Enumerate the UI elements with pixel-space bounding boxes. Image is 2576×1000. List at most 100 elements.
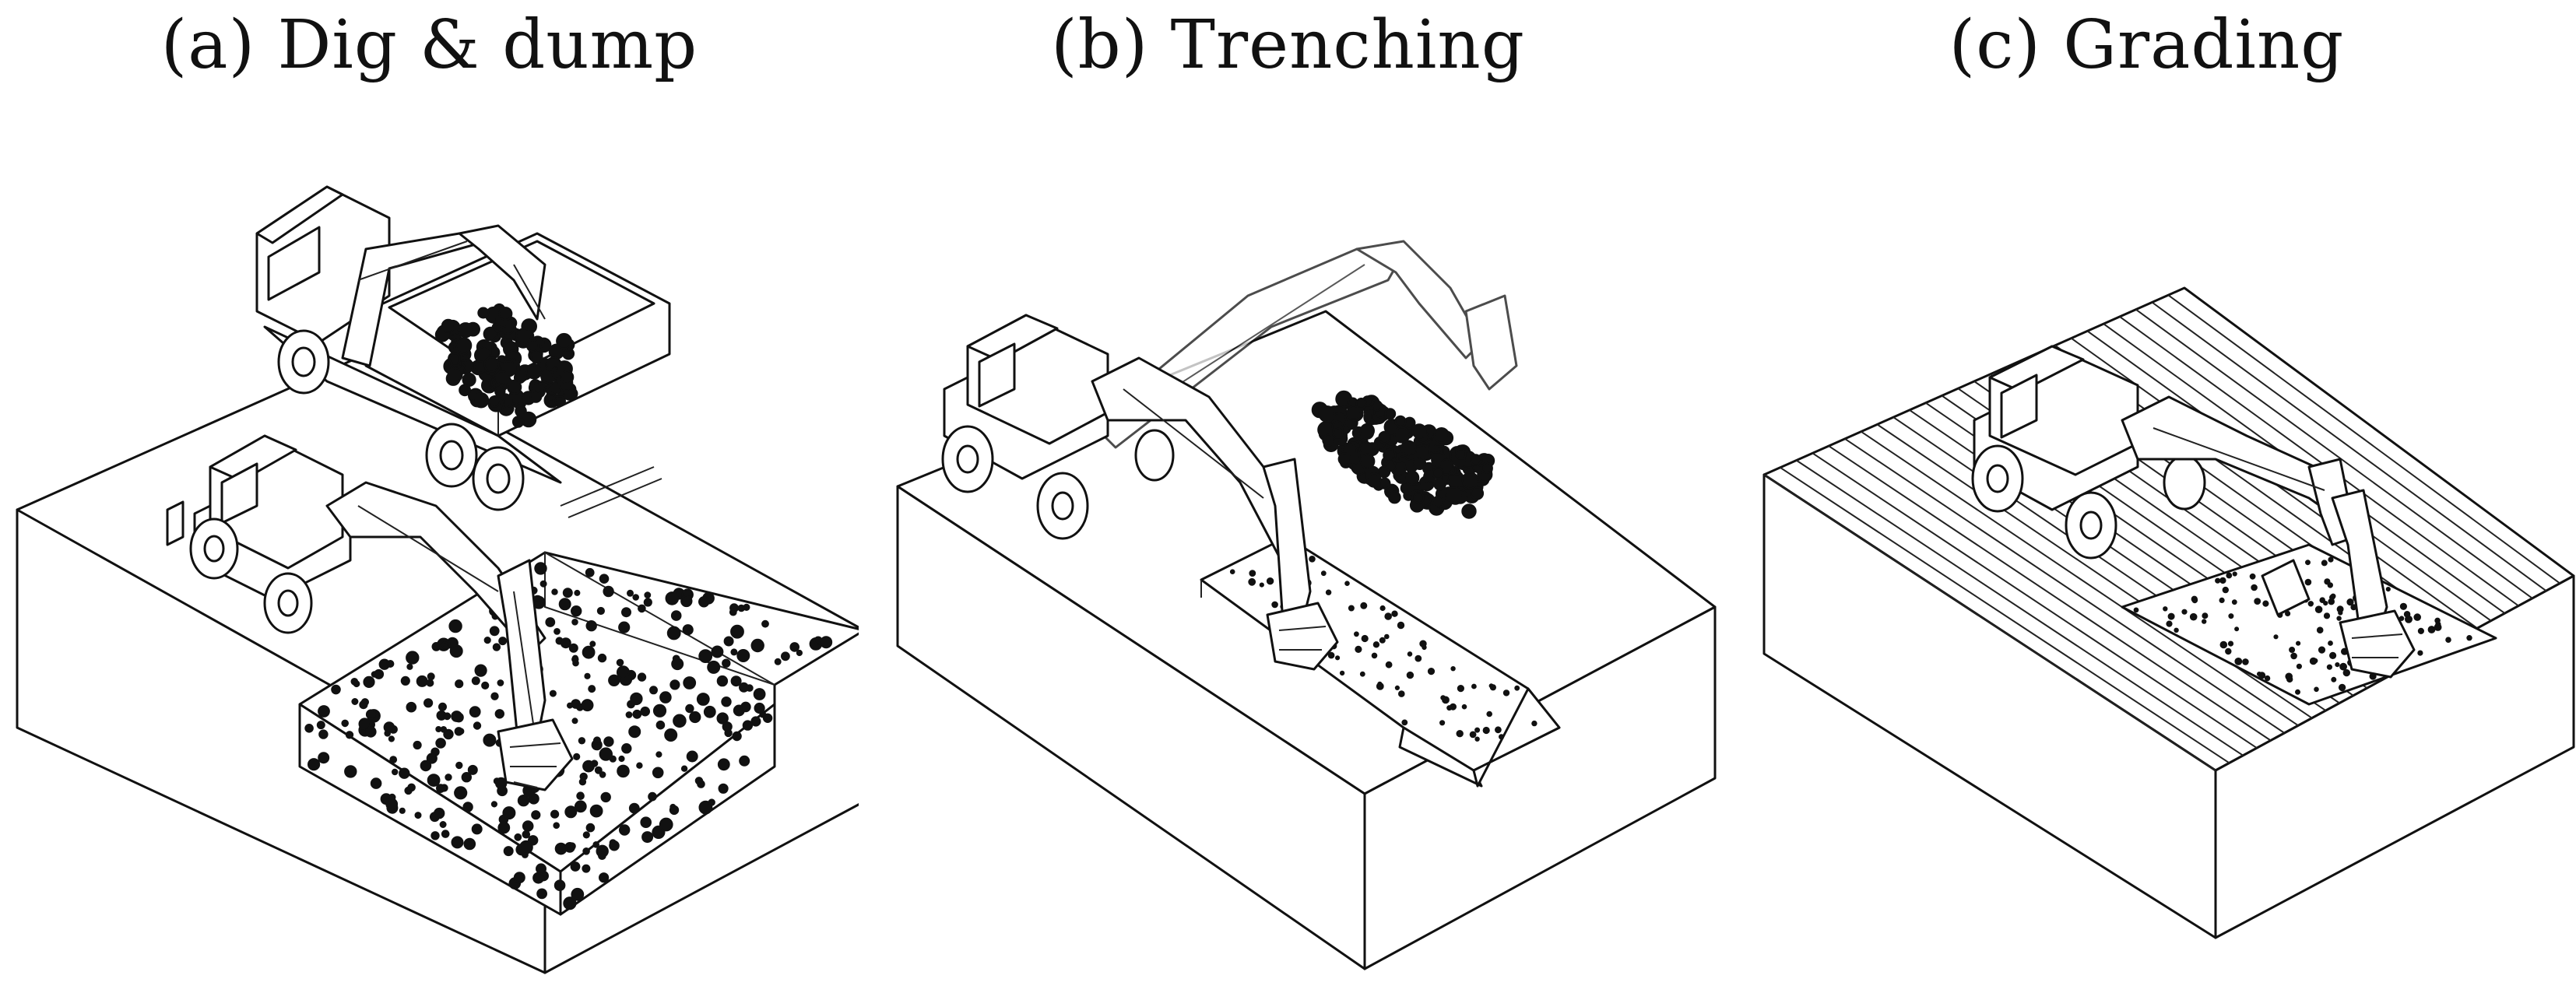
soil-dot	[1407, 651, 1413, 657]
soil-dot	[2234, 658, 2243, 665]
soil-dot	[2181, 609, 2188, 615]
soil-dot	[451, 836, 464, 849]
soil-dot	[648, 791, 657, 802]
soil-dot	[621, 607, 631, 618]
soil-dot	[455, 679, 464, 689]
soil-dot	[474, 664, 487, 677]
rock	[515, 328, 532, 345]
rock	[560, 370, 575, 384]
soil-dot	[1379, 637, 1386, 644]
soil-dot	[730, 624, 744, 639]
soil-dot	[2290, 647, 2295, 653]
soil-dot	[682, 624, 694, 636]
soil-dot	[1384, 612, 1393, 620]
soil-dot	[420, 760, 432, 772]
soil-dot	[789, 642, 800, 652]
soil-dot	[2323, 612, 2331, 619]
soil-dot	[513, 872, 525, 884]
soil-dot	[582, 645, 596, 659]
soil-dot	[2262, 600, 2269, 607]
soil-dot	[2219, 577, 2226, 584]
soil-dot	[435, 738, 446, 749]
rock	[495, 370, 510, 385]
soil-dot	[414, 812, 422, 819]
soil-dot	[399, 807, 406, 814]
soil-dot	[534, 562, 547, 575]
soil-dot	[594, 766, 603, 774]
soil-dot	[717, 758, 730, 771]
rock	[554, 395, 566, 407]
soil-dot	[2466, 635, 2472, 641]
soil-dot	[2249, 573, 2256, 580]
rock	[1447, 473, 1464, 489]
soil-dot	[696, 693, 710, 706]
soil-dot	[1502, 689, 1510, 696]
rock	[483, 356, 500, 373]
soil-dot	[599, 771, 606, 778]
soil-dot	[1469, 731, 1477, 739]
grade-line	[1844, 437, 2286, 734]
soil-dot	[571, 619, 578, 626]
rock	[448, 353, 462, 365]
soil-dot	[1427, 668, 1436, 675]
soil-dot	[1376, 682, 1384, 690]
soil-dot	[1419, 640, 1427, 647]
soil-dot	[431, 642, 441, 651]
soil-dot	[2251, 584, 2258, 591]
soil-dot	[351, 698, 359, 705]
soil-dot	[436, 784, 445, 793]
grade-line	[1795, 459, 2244, 756]
soil-dot	[440, 726, 448, 733]
soil-dot	[2417, 627, 2425, 635]
soil-dot	[1385, 661, 1393, 668]
soil-dot	[750, 638, 764, 653]
soil-dot	[1355, 645, 1362, 654]
soil-dot	[2215, 577, 2221, 584]
soil-dot	[1372, 641, 1380, 648]
soil-dot	[2338, 610, 2343, 616]
soil-dot	[671, 658, 684, 671]
soil-dot	[1248, 577, 1256, 586]
soil-dot	[1446, 705, 1453, 711]
soil-dot	[2226, 572, 2233, 579]
rock	[1470, 486, 1485, 500]
soil-dot	[2189, 612, 2198, 621]
soil-dot	[603, 585, 614, 598]
soil-dot	[441, 830, 450, 838]
soil-dot	[2336, 616, 2342, 621]
soil-dot	[641, 831, 654, 844]
soil-dot	[562, 588, 573, 598]
soil-dot	[570, 861, 581, 872]
soil-dot	[2163, 606, 2168, 612]
soil-dot	[489, 626, 500, 637]
soil-dot	[406, 651, 420, 665]
soil-dot	[1266, 577, 1274, 585]
grade-line	[1828, 445, 2272, 742]
soil-dot	[1499, 734, 1505, 740]
soil-dot	[652, 767, 664, 779]
soil-dot	[640, 706, 651, 717]
soil-dot	[571, 699, 581, 709]
soil-dot	[1456, 730, 1464, 738]
dig-and-dump-illustration	[16, 185, 859, 974]
soil-dot	[1325, 589, 1332, 595]
soil-dot	[494, 709, 504, 719]
excavator	[1971, 345, 2416, 679]
rock	[527, 364, 543, 380]
soil-dot	[386, 660, 395, 668]
rock	[1413, 492, 1425, 504]
soil-dot	[400, 675, 410, 686]
soil-dot	[708, 798, 715, 806]
soil-dot	[599, 872, 610, 883]
panel-dig-and-dump: (a) Dig & dump	[0, 0, 859, 1000]
grade-line	[2151, 301, 2547, 592]
excavator	[941, 314, 1339, 671]
truck-load-rocks	[434, 303, 578, 428]
soil-dot	[578, 737, 586, 745]
soil-dot	[659, 691, 672, 704]
soil-dot	[1474, 736, 1480, 742]
soil-dot	[599, 747, 613, 761]
loose-soil-dots	[304, 562, 833, 911]
rock	[1432, 495, 1445, 508]
rock	[1359, 453, 1376, 469]
